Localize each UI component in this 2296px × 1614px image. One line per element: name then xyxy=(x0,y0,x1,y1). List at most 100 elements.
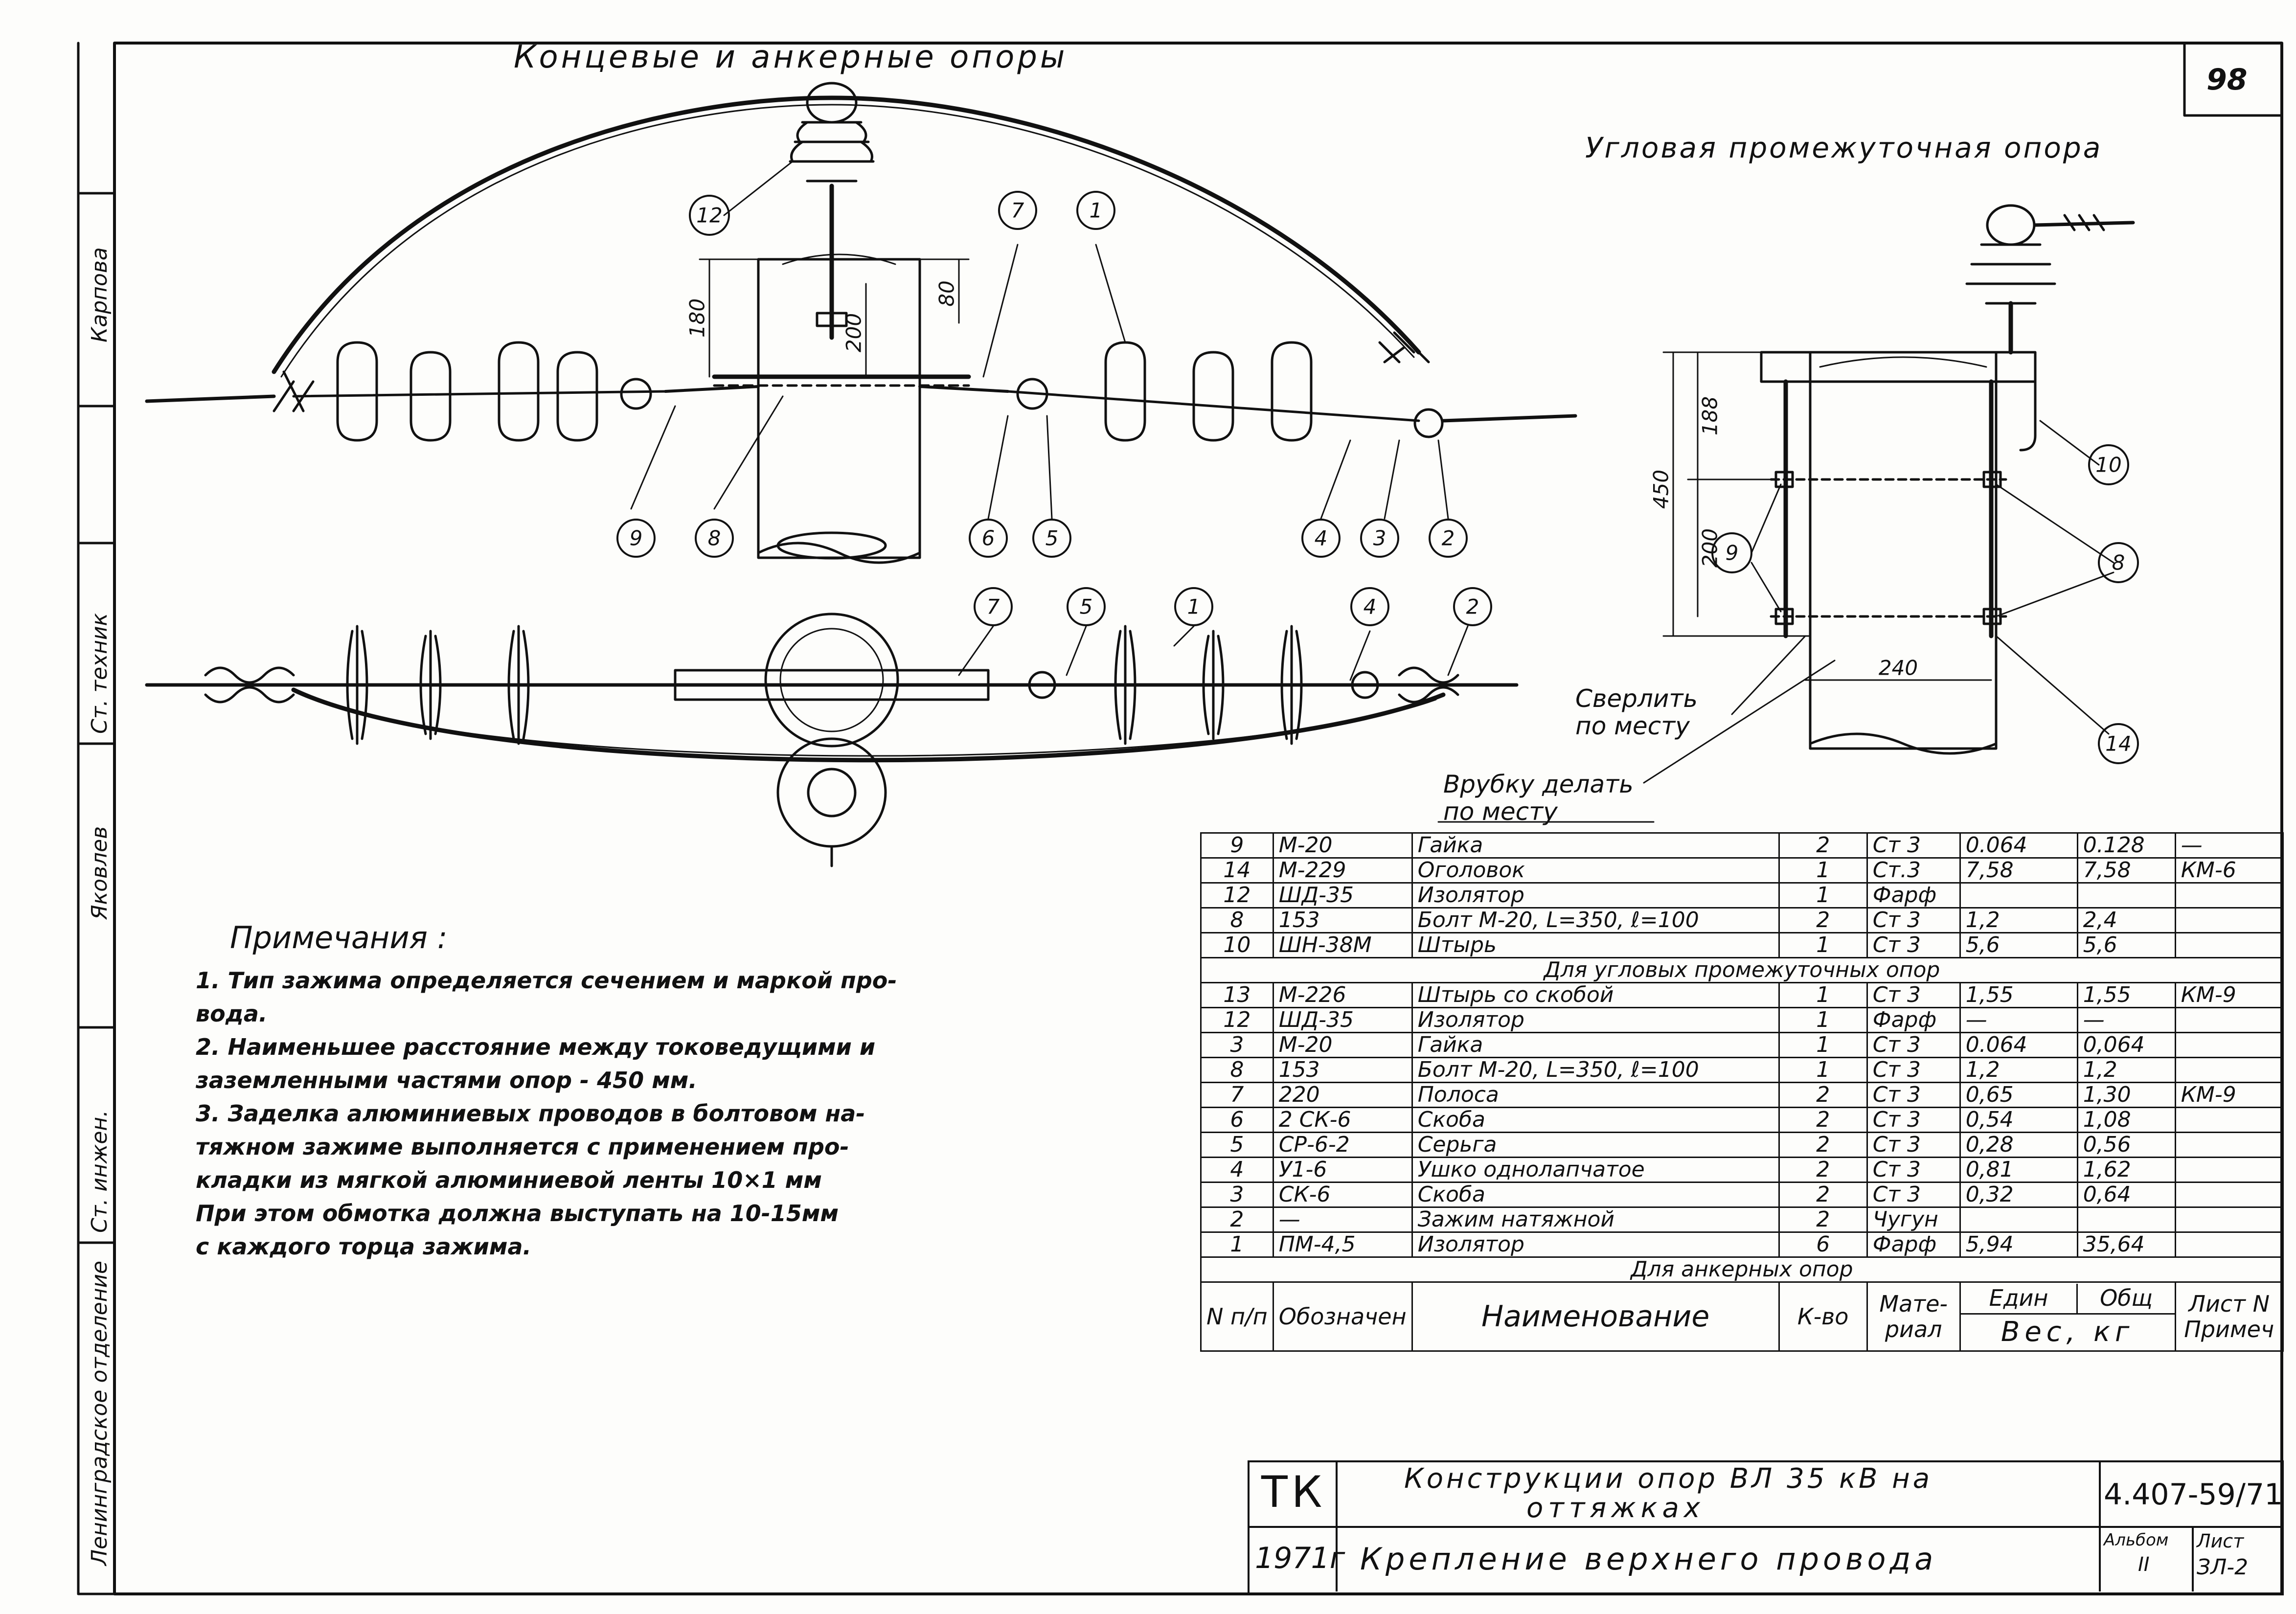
notes-heading: Примечания : xyxy=(230,920,448,955)
title-album-cell xyxy=(2099,1526,2194,1591)
spec-section-corner: Для угловых промежуточных опор xyxy=(1200,957,2284,983)
title-doc-number: 4.407-59/71 xyxy=(2104,1478,2283,1512)
spec-cell xyxy=(2174,1182,2284,1208)
spec-cell: 2 xyxy=(1778,1182,1868,1208)
spec-cell: 14 xyxy=(1200,857,1274,884)
spec-section-anchor: Для анкерных опор xyxy=(1200,1256,2284,1283)
drill-note-line: Сверлить xyxy=(1575,684,1698,713)
drill-note: Сверлить по месту xyxy=(1575,685,1698,740)
spec-cell: 1,2 xyxy=(2076,1057,2176,1083)
marker-plan-7: 7 xyxy=(987,595,1000,619)
marker-end-4: 4 xyxy=(1315,526,1328,550)
end-support-plan xyxy=(145,613,1519,867)
spec-cell: ПМ-4,5 xyxy=(1272,1231,1413,1258)
spec-header-material: Мате- риал xyxy=(1866,1281,1961,1352)
spec-cell: М-226 xyxy=(1272,982,1413,1008)
marker-plan-5: 5 xyxy=(1080,595,1093,619)
spec-cell: Ст.3 xyxy=(1866,857,1961,884)
spec-cell: 1 xyxy=(1778,857,1868,884)
spec-cell: 1,2 xyxy=(1959,907,2078,933)
marker-plan-2: 2 xyxy=(1466,595,1479,619)
spec-cell: 0.064 xyxy=(1959,832,2078,859)
spec-cell xyxy=(2174,907,2284,933)
spec-cell: 9 xyxy=(1200,832,1274,859)
spec-cell: 7,58 xyxy=(2076,857,2176,884)
note-line: заземленными частями опор - 450 мм. xyxy=(196,1067,697,1093)
spec-header-weight: Вес, кг xyxy=(2000,1316,2135,1348)
spec-cell: 1,2 xyxy=(1959,1057,2078,1083)
spec-cell: 1 xyxy=(1778,1032,1868,1058)
spec-cell xyxy=(2174,1157,2284,1183)
spec-cell: 7,58 xyxy=(1959,857,2078,884)
spec-cell: М-20 xyxy=(1272,832,1413,859)
title-year: 1971г xyxy=(1255,1541,1345,1575)
spec-cell: 5,94 xyxy=(1959,1231,2078,1258)
spec-cell: Ст 3 xyxy=(1866,932,1961,958)
spec-cell: 13 xyxy=(1200,982,1274,1008)
spec-cell: СР-6-2 xyxy=(1272,1132,1413,1158)
spec-cell: 1,55 xyxy=(2076,982,2176,1008)
notes-body: 1. Тип зажима определяется сечением и ма… xyxy=(196,964,897,1263)
spec-cell: 1 xyxy=(1778,1007,1868,1033)
notch-note-line: по месту xyxy=(1443,797,1558,826)
spec-cell: Гайка xyxy=(1411,832,1780,859)
spec-cell: Ушко однолапчатое xyxy=(1411,1157,1780,1183)
spec-cell: 0,65 xyxy=(1959,1082,2078,1108)
marker-plan-4: 4 xyxy=(1364,595,1377,619)
spec-cell xyxy=(2174,1057,2284,1083)
spec-cell xyxy=(2174,1032,2284,1058)
spec-cell: Ст 3 xyxy=(1866,1132,1961,1158)
spec-cell: 2 xyxy=(1200,1206,1274,1233)
notch-note: Врубку делать по месту xyxy=(1443,771,1634,825)
spec-cell: Ст 3 xyxy=(1866,907,1961,933)
spec-cell: 153 xyxy=(1272,1057,1413,1083)
dim-corner-188: 188 xyxy=(1698,396,1722,435)
title-subtitle: Крепление верхнего провода xyxy=(1360,1541,1937,1577)
spec-cell xyxy=(1959,882,2078,909)
spec-cell: КМ-9 xyxy=(2174,982,2284,1008)
dim-corner-240: 240 xyxy=(1879,656,1918,680)
note-line: с каждого торца зажима. xyxy=(196,1233,531,1260)
spec-header-unit: Един xyxy=(1961,1283,2078,1313)
side-name-karpova: Карпова xyxy=(87,247,112,342)
title-divider xyxy=(1336,1526,2099,1528)
title-line2: оттяжках xyxy=(1526,1492,1705,1524)
corner-support-title: Угловая промежуточная опора xyxy=(1585,131,2103,164)
marker-corner-14: 14 xyxy=(2105,732,2131,756)
spec-cell: М-229 xyxy=(1272,857,1413,884)
title-code: ТК xyxy=(1261,1467,1326,1517)
spec-header-name: Наименование xyxy=(1411,1281,1780,1352)
title-sheet-label: Лист xyxy=(2197,1530,2244,1552)
corner-support-view xyxy=(1437,204,2135,823)
spec-header-weight-cell: Един Общ Вес, кг xyxy=(1959,1281,2176,1352)
note-line: 1. Тип зажима определяется сечением и ма… xyxy=(196,967,897,994)
end-support-elevation xyxy=(145,82,1577,564)
spec-cell xyxy=(2174,932,2284,958)
note-line: 3. Заделка алюминиевых проводов в болтов… xyxy=(196,1100,865,1127)
side-name-yakovlev: Яковлев xyxy=(87,826,112,920)
spec-cell: 1,62 xyxy=(2076,1157,2176,1183)
spec-cell: 6 xyxy=(1778,1231,1868,1258)
title-docnum-cell xyxy=(2099,1460,2282,1528)
spec-cell: Фарф xyxy=(1866,882,1961,909)
note-line: При этом обмотка должна выступать на 10-… xyxy=(196,1200,839,1227)
title-year-cell xyxy=(1248,1526,1338,1591)
spec-header-qty: К-во xyxy=(1778,1281,1868,1352)
spec-cell: 0,064 xyxy=(2076,1032,2176,1058)
spec-cell: Болт М-20, L=350, ℓ=100 xyxy=(1411,1057,1780,1083)
title-block xyxy=(1248,1460,2284,1595)
spec-cell: Фарф xyxy=(1866,1231,1961,1258)
spec-cell: 35,64 xyxy=(2076,1231,2176,1258)
note-line: тяжном зажиме выполняется с применением … xyxy=(196,1134,849,1160)
notch-note-line: Врубку делать xyxy=(1443,770,1634,798)
spec-header-row: N п/п Обозначен Наименование К-во Мате- … xyxy=(1200,1281,2284,1352)
marker-corner-9: 9 xyxy=(1726,541,1739,565)
spec-cell: 12 xyxy=(1200,1007,1274,1033)
title-sheet-value: ЗЛ-2 xyxy=(2197,1555,2249,1580)
spec-cell: Изолятор xyxy=(1411,882,1780,909)
